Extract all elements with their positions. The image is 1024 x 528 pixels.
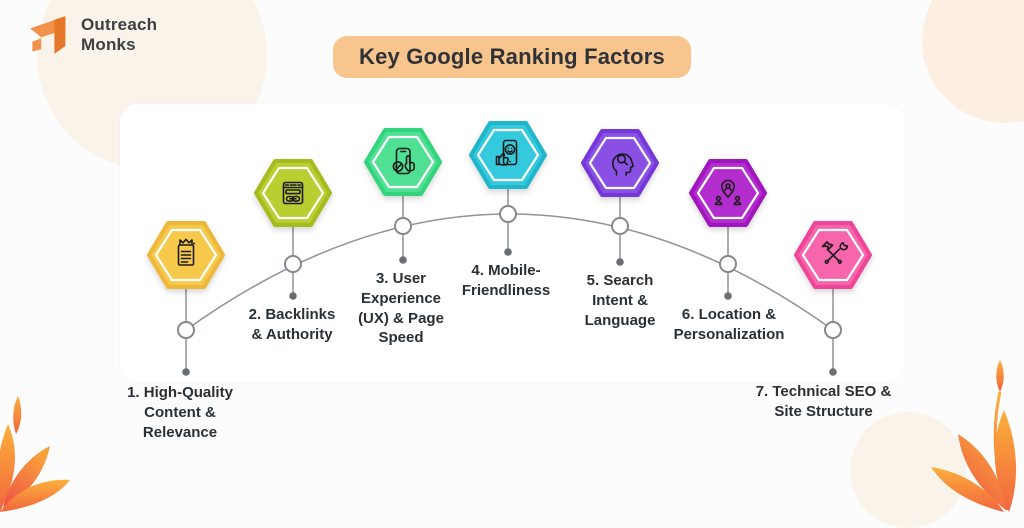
- quality-content-icon: [177, 238, 195, 266]
- brand-name-line1: Outreach: [81, 15, 158, 35]
- factor-hexagon-4: [468, 120, 548, 190]
- background-blob-top-right: [922, 0, 1024, 123]
- brand-name: Outreach Monks: [81, 15, 157, 54]
- leaves-decoration-left: [0, 396, 70, 512]
- search-intent-icon: [612, 153, 634, 176]
- factor-label-2: 2. Backlinks & Authority: [248, 306, 336, 343]
- factor-label-4: 4. Mobile- Friendliness: [461, 262, 551, 299]
- page-title: Key Google Ranking Factors: [333, 36, 691, 78]
- factor-label-1: 1. High-Quality Content & Relevance: [127, 384, 233, 441]
- location-personalization-icon: [714, 179, 742, 206]
- factor-hexagon-7: [793, 220, 873, 290]
- leaves-decoration-right: [931, 360, 1017, 512]
- factor-label-7: 7. Technical SEO & Site Structure: [755, 383, 892, 420]
- factor-hexagon-3: [363, 127, 443, 197]
- brand-logo: Outreach Monks: [28, 13, 157, 57]
- technical-seo-icon: [821, 241, 849, 264]
- backlinks-icon: [282, 181, 304, 205]
- ux-page-speed-icon: [392, 147, 415, 175]
- factor-hexagon-5: [580, 128, 660, 198]
- factor-hexagon-2: [253, 158, 333, 228]
- brand-name-line2: Monks: [81, 35, 136, 54]
- mobile-friendliness-icon: [495, 139, 518, 166]
- background-blob-bottom-right: [850, 412, 966, 528]
- factor-hexagon-6: [688, 158, 768, 228]
- brand-mark-icon: [30, 16, 66, 54]
- factor-hexagon-1: [146, 220, 226, 290]
- factor-label-6: 6. Location & Personalization: [673, 306, 785, 343]
